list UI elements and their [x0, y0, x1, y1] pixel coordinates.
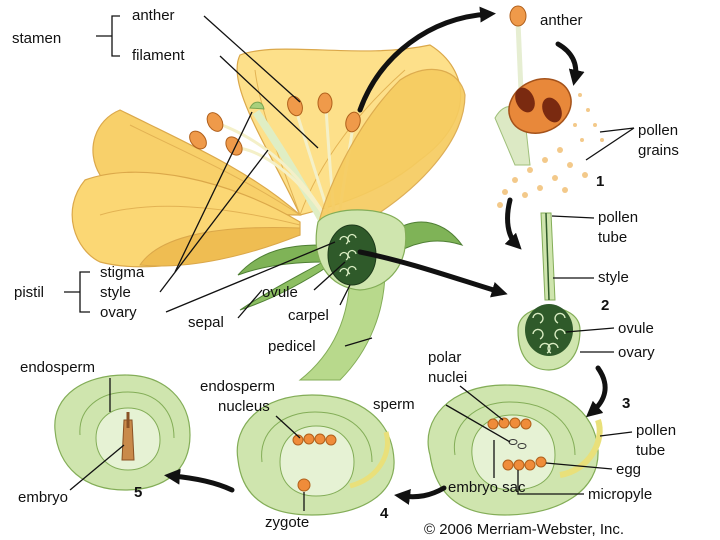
pedicel-leader	[344, 337, 373, 347]
style-leader	[159, 149, 269, 293]
egg-leader	[545, 462, 613, 470]
step-3-number: 3	[622, 395, 630, 412]
pedicel-stem	[298, 269, 386, 381]
pistil-label-group: pistil stigma style ovary	[14, 111, 336, 321]
style-right-label: style	[598, 269, 629, 286]
pollen-tube-3-label-line2: tube	[636, 442, 665, 459]
egg-label: egg	[616, 461, 641, 478]
pollen-tube-label-line1: pollen	[598, 209, 638, 226]
arrow-pollen-to-tube	[504, 197, 522, 250]
copyright-notice: © 2006 Merriam-Webster, Inc.	[424, 521, 624, 538]
endosperm-nucleus-label-line2: nucleus	[218, 398, 270, 415]
step-1-number: 1	[596, 173, 604, 190]
pistil-label: pistil	[14, 284, 44, 301]
sepal-label: sepal	[188, 314, 224, 331]
ovary-right-label: ovary	[618, 344, 655, 361]
stamen-label: stamen	[12, 30, 61, 47]
pollen-grains-leader	[585, 127, 635, 161]
polar-nuclei-leader	[459, 385, 504, 421]
anther-right-label: anther	[540, 12, 583, 29]
micropyle-label: micropyle	[588, 486, 652, 503]
stamen-bracket	[96, 15, 120, 57]
flower-anther-6	[345, 111, 361, 133]
carpel-label: carpel	[288, 307, 329, 324]
style-label: style	[100, 284, 131, 301]
pistil-stigma	[249, 101, 265, 110]
step-5-number: 5	[134, 484, 142, 501]
endosperm-nucleus-cells	[292, 433, 337, 446]
stamen-label-group: stamen anther filament	[12, 7, 319, 149]
ovary-leader	[165, 241, 336, 313]
anther-leader	[203, 15, 301, 103]
sperm-leader	[445, 404, 511, 443]
anther-label: anther	[132, 7, 175, 24]
sepal-left	[237, 244, 326, 276]
embryo-leader	[69, 444, 125, 491]
step4-illustration	[236, 394, 395, 516]
pollen-tube-label-line2: tube	[598, 229, 627, 246]
step1-anther-small	[509, 5, 527, 27]
zygote-label: zygote	[265, 514, 309, 531]
stigma-leader	[174, 111, 253, 273]
step-2-number: 2	[601, 297, 609, 314]
micropyle-leader	[517, 470, 584, 495]
egg-apparatus	[502, 456, 547, 471]
sperm-label: sperm	[373, 396, 415, 413]
pollen-tube-3-leader	[599, 431, 633, 437]
arrow-step3-to-step4	[394, 485, 447, 505]
petal-front	[317, 68, 466, 226]
flower-anther-2	[189, 130, 207, 150]
stigma-label: stigma	[100, 264, 145, 281]
endosperm-nucleus-label-line1: endosperm	[200, 378, 275, 395]
petal-lower	[139, 227, 301, 267]
ovary-label: ovary	[100, 304, 137, 321]
polar-nuclei-label-line2: nuclei	[428, 369, 467, 386]
step3-illustration	[427, 384, 603, 516]
embryo-sac-label: embryo sac	[448, 479, 526, 496]
filament-leader	[219, 55, 319, 149]
arrow-anther-to-pollen	[555, 41, 585, 86]
sepal-lower	[239, 257, 331, 311]
step2-illustration	[517, 212, 581, 371]
arrow-step4-to-step5	[164, 468, 235, 493]
step5-illustration	[54, 374, 191, 491]
ovule-label: ovule	[262, 284, 298, 301]
polar-nuclei	[487, 417, 532, 430]
pedicel-label: pedicel	[268, 338, 316, 355]
flower-anther-1	[206, 112, 224, 132]
arrow-flower-to-step2	[357, 249, 508, 298]
flower-anther-5	[317, 92, 333, 114]
pollen-tube-3-label-line1: pollen	[636, 422, 676, 439]
ovule-right-label: ovule	[618, 320, 654, 337]
pollen-grains-label-line1: pollen	[638, 122, 678, 139]
pollen-grains-label-line2: grains	[638, 142, 679, 159]
carpel-leader	[339, 284, 351, 306]
pistil-bracket	[64, 271, 90, 313]
arrow-step2-to-step3	[585, 365, 608, 418]
pollen-grains	[497, 93, 604, 208]
endosperm-nucleus-leader	[275, 415, 301, 439]
ovule-right-leader	[565, 327, 615, 333]
pistil-style	[252, 109, 326, 222]
embryo-label: embryo	[18, 489, 68, 506]
polar-nuclei-label-line1: polar	[428, 349, 461, 366]
step-4-number: 4	[380, 505, 389, 522]
pollen-tube-leader	[551, 215, 595, 219]
zygote-cell	[297, 478, 311, 492]
step1-illustration	[494, 5, 604, 208]
flower-anther-3	[225, 136, 243, 156]
sepal-right	[394, 221, 464, 253]
endosperm-label: endosperm	[20, 359, 95, 376]
flower-illustration	[71, 44, 466, 381]
arrow-to-step1-anther	[357, 6, 496, 113]
ovule-leader	[313, 261, 346, 291]
sepal-leader	[237, 289, 263, 319]
filament-label: filament	[132, 47, 185, 64]
